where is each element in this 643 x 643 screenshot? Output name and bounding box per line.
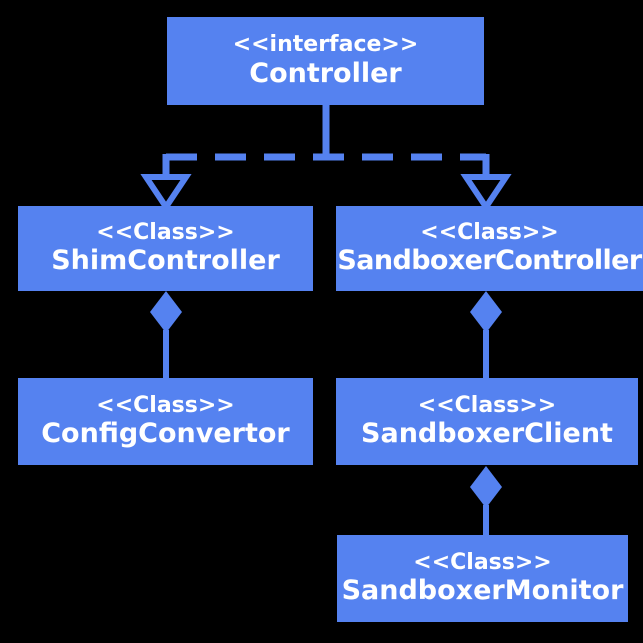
node-sandboxer-monitor[interactable]: <<Class>> SandboxerMonitor	[337, 535, 628, 622]
filled-diamond-client-monitor	[470, 466, 502, 508]
hollow-triangle-arrowhead-left	[140, 174, 192, 213]
node-stereotype: <<Class>>	[96, 392, 235, 418]
node-stereotype: <<Class>>	[413, 549, 552, 575]
node-stereotype: <<Class>>	[420, 219, 559, 245]
node-controller[interactable]: <<interface>> Controller	[167, 17, 484, 105]
node-name: Controller	[249, 57, 402, 89]
filled-diamond-sbxctl-client	[470, 291, 502, 333]
node-sandboxer-controller[interactable]: <<Class>> SandboxerController	[336, 206, 643, 291]
node-stereotype: <<interface>>	[232, 32, 419, 58]
node-stereotype: <<Class>>	[96, 219, 235, 245]
hollow-triangle-arrowhead-right	[460, 174, 512, 213]
node-shim-controller[interactable]: <<Class>> ShimController	[18, 206, 313, 291]
node-name: SandboxerClient	[361, 418, 613, 450]
node-name: SandboxerController	[337, 245, 642, 277]
node-config-convertor[interactable]: <<Class>> ConfigConvertor	[18, 378, 313, 465]
node-name: ConfigConvertor	[41, 418, 290, 450]
filled-diamond-shim-config	[150, 291, 182, 333]
node-stereotype: <<Class>>	[417, 392, 557, 418]
node-sandboxer-client[interactable]: <<Class>> SandboxerClient	[336, 378, 638, 465]
node-name: ShimController	[51, 245, 280, 277]
node-name: SandboxerMonitor	[341, 575, 624, 607]
